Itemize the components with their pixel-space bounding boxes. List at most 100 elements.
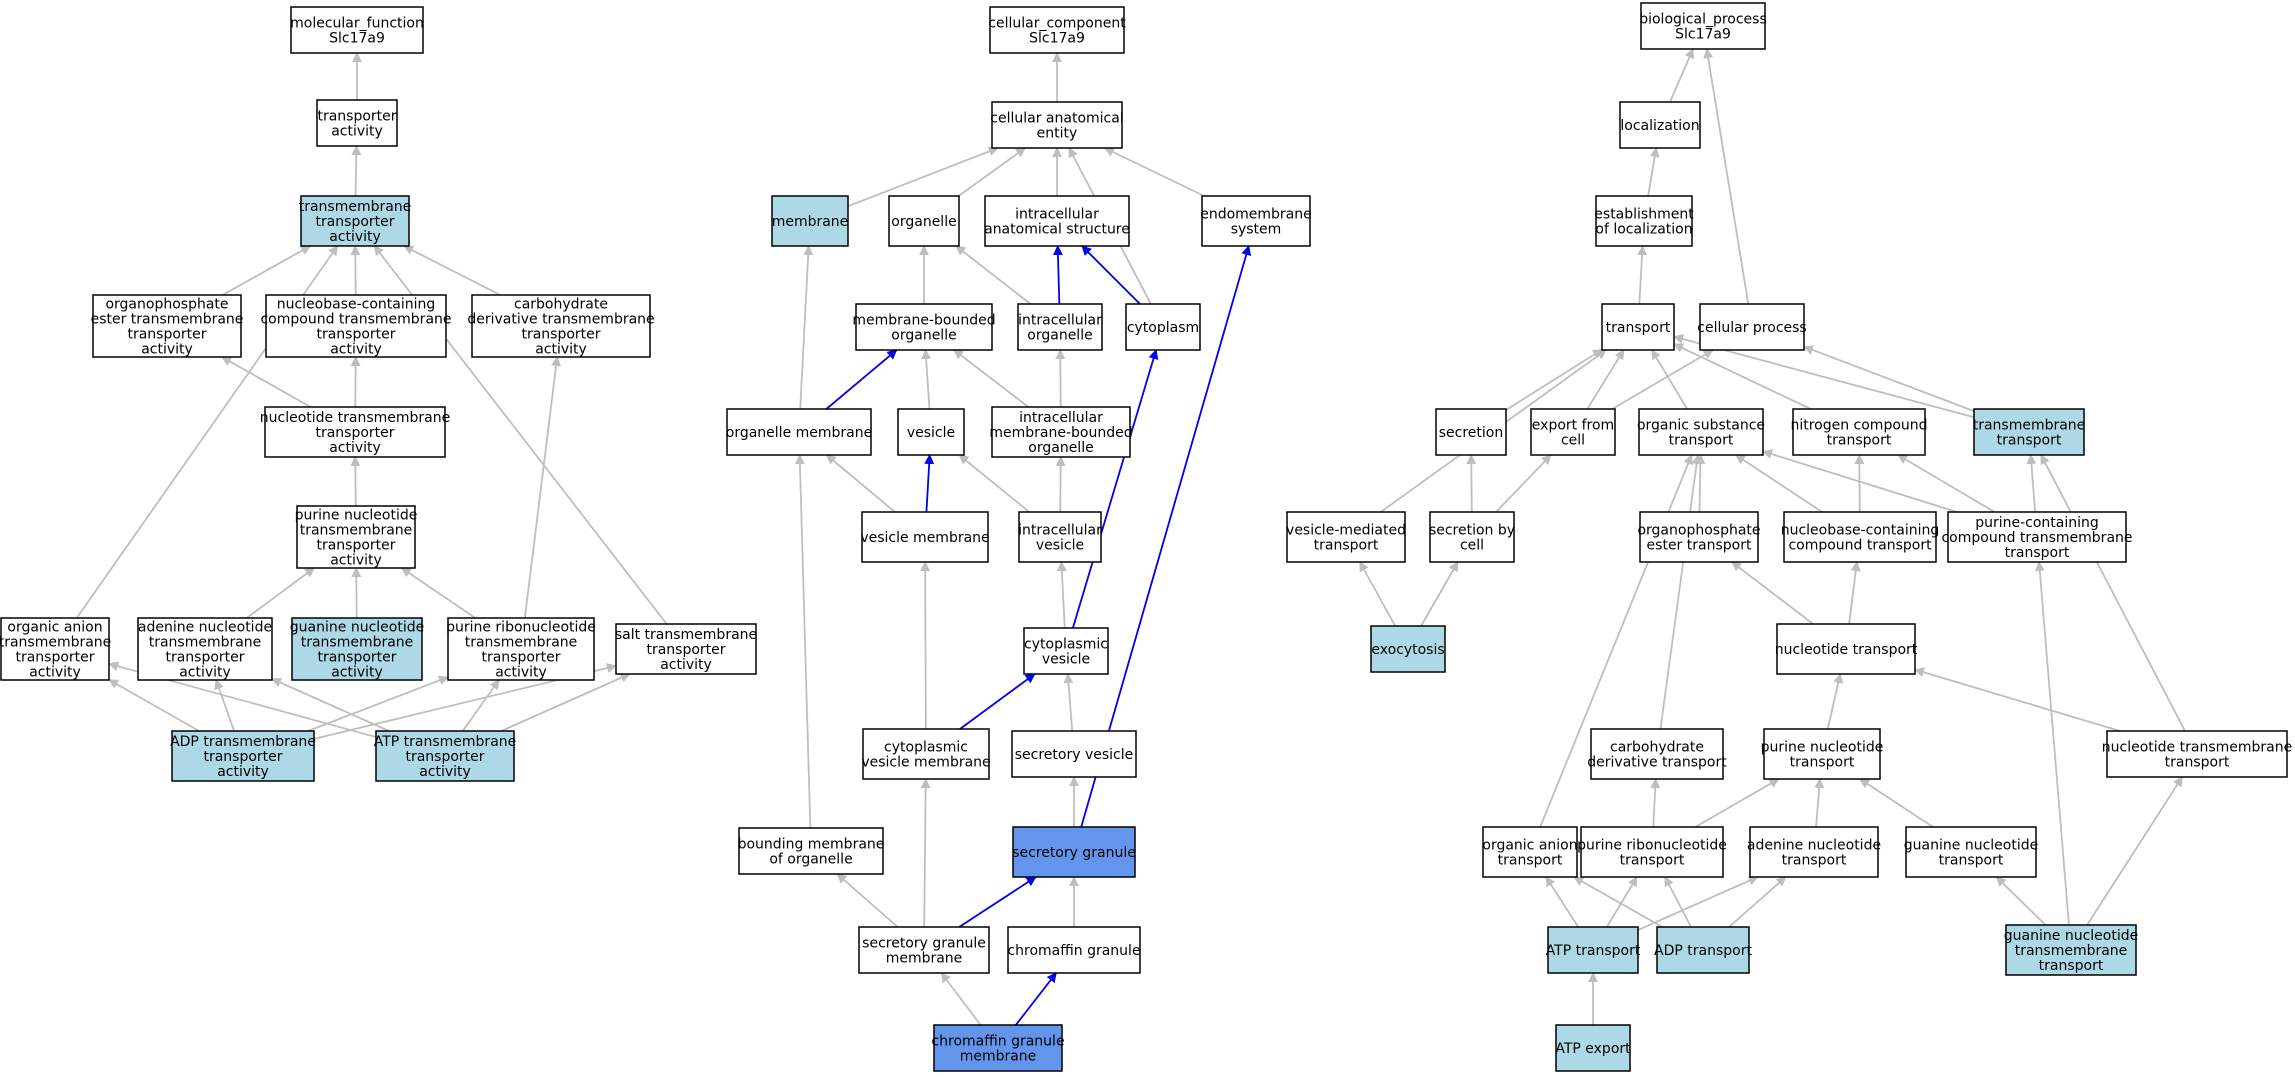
- node-organelle_membrane[interactable]: organelle membrane: [726, 408, 872, 456]
- node-secretory_granule[interactable]: secretory granule: [1012, 826, 1136, 878]
- node-adp_transport[interactable]: ADP transport: [1654, 926, 1752, 974]
- node-box: [171, 730, 315, 782]
- node-nucleotide_tm_act[interactable]: nucleotide transmembranetransporteractiv…: [260, 406, 450, 458]
- node-label-line: Slc17a9: [1675, 27, 1731, 43]
- node-atp_export[interactable]: ATP export: [1555, 1024, 1631, 1072]
- node-vesicle_membrane[interactable]: vesicle membrane: [860, 511, 990, 563]
- edge-nucleotide_tm_act-to-orgphos_ester_tm: [221, 356, 312, 408]
- node-cellular_process[interactable]: cellular process: [1697, 303, 1807, 351]
- node-guanine_nuc_tm_act[interactable]: guanine nucleotidetransmembranetransport…: [290, 617, 424, 681]
- edge-purine_compound_tm_transport-to-nitrogen_compound_transport: [1897, 454, 1996, 513]
- node-purine_ribo_tm_act[interactable]: purine ribonucleotidetransmembranetransp…: [446, 617, 596, 681]
- node-org_anion_tm_act[interactable]: organic aniontransmembranetransporteract…: [0, 617, 111, 681]
- node-box: [1125, 303, 1201, 351]
- node-label-line: transmembrane: [2015, 943, 2128, 959]
- edge-intracell_org-to-intracell_anat: [1052, 245, 1063, 305]
- node-label-line: vesicle: [1036, 538, 1084, 554]
- node-label-line: Slc17a9: [1029, 31, 1085, 47]
- node-label-line: nitrogen compound: [1790, 418, 1927, 434]
- node-secretory_vesicle[interactable]: secretory vesicle: [1011, 730, 1137, 778]
- edge-sec_granule_membrane-to-bounding_membrane: [836, 873, 899, 928]
- node-chromaffin_granule[interactable]: chromaffin granule: [1007, 926, 1141, 974]
- node-vesicle[interactable]: vesicle: [897, 408, 965, 456]
- node-transport[interactable]: transport: [1601, 303, 1675, 351]
- node-label-line: of localization: [1595, 222, 1692, 238]
- node-label-line: entity: [1037, 126, 1078, 142]
- node-label-line: organic anion: [1482, 838, 1577, 854]
- node-box: [862, 728, 990, 780]
- node-nucleotide_transport[interactable]: nucleotide transport: [1775, 623, 1918, 675]
- node-label-line: transporter: [317, 109, 396, 125]
- node-cytoplasm[interactable]: cytoplasm: [1125, 303, 1201, 351]
- node-atp_transport[interactable]: ATP transport: [1546, 926, 1641, 974]
- node-adenine_nuc_tm_act[interactable]: adenine nucleotidetransmembranetransport…: [137, 617, 273, 681]
- node-purine_nuc_tm_act[interactable]: purine nucleotidetransmembranetransporte…: [295, 505, 418, 569]
- node-box: [1370, 625, 1446, 673]
- edge-guanine_nuc_transport-to-purine_nucleotide_transport: [1859, 778, 1934, 828]
- node-box: [888, 195, 960, 247]
- node-box: [1590, 728, 1724, 780]
- node-label-line: organelle: [891, 328, 956, 344]
- edge-cyto_vesicle_membrane-to-vesicle_membrane: [920, 561, 931, 730]
- node-label-line: activity: [495, 665, 547, 681]
- node-label-line: Slc17a9: [329, 31, 385, 47]
- node-box: [300, 195, 410, 247]
- edge-membrane-to-cell_anat: [847, 146, 999, 208]
- node-exocytosis[interactable]: exocytosis: [1370, 625, 1446, 673]
- node-membrane[interactable]: membrane: [771, 195, 849, 247]
- node-secretion[interactable]: secretion: [1435, 408, 1507, 456]
- node-localization[interactable]: localization: [1619, 101, 1701, 149]
- edge-secretory_granule-to-endomembrane: [1080, 245, 1252, 828]
- edge-atp_tm_act-to-salt_tm_act: [500, 673, 631, 732]
- edge-endomembrane-to-cell_anat: [1103, 147, 1205, 197]
- node-label-line: cellular_component: [988, 16, 1126, 32]
- edge-adenine_nuc_tm_act-to-purine_nuc_tm_act: [246, 567, 316, 619]
- node-label-line: intracellular: [1015, 207, 1099, 223]
- node-box: [1580, 826, 1724, 878]
- edge-cellular_process-to-bp_root: [1703, 48, 1750, 305]
- node-organelle[interactable]: organelle: [888, 195, 960, 247]
- node-box: [933, 1024, 1063, 1072]
